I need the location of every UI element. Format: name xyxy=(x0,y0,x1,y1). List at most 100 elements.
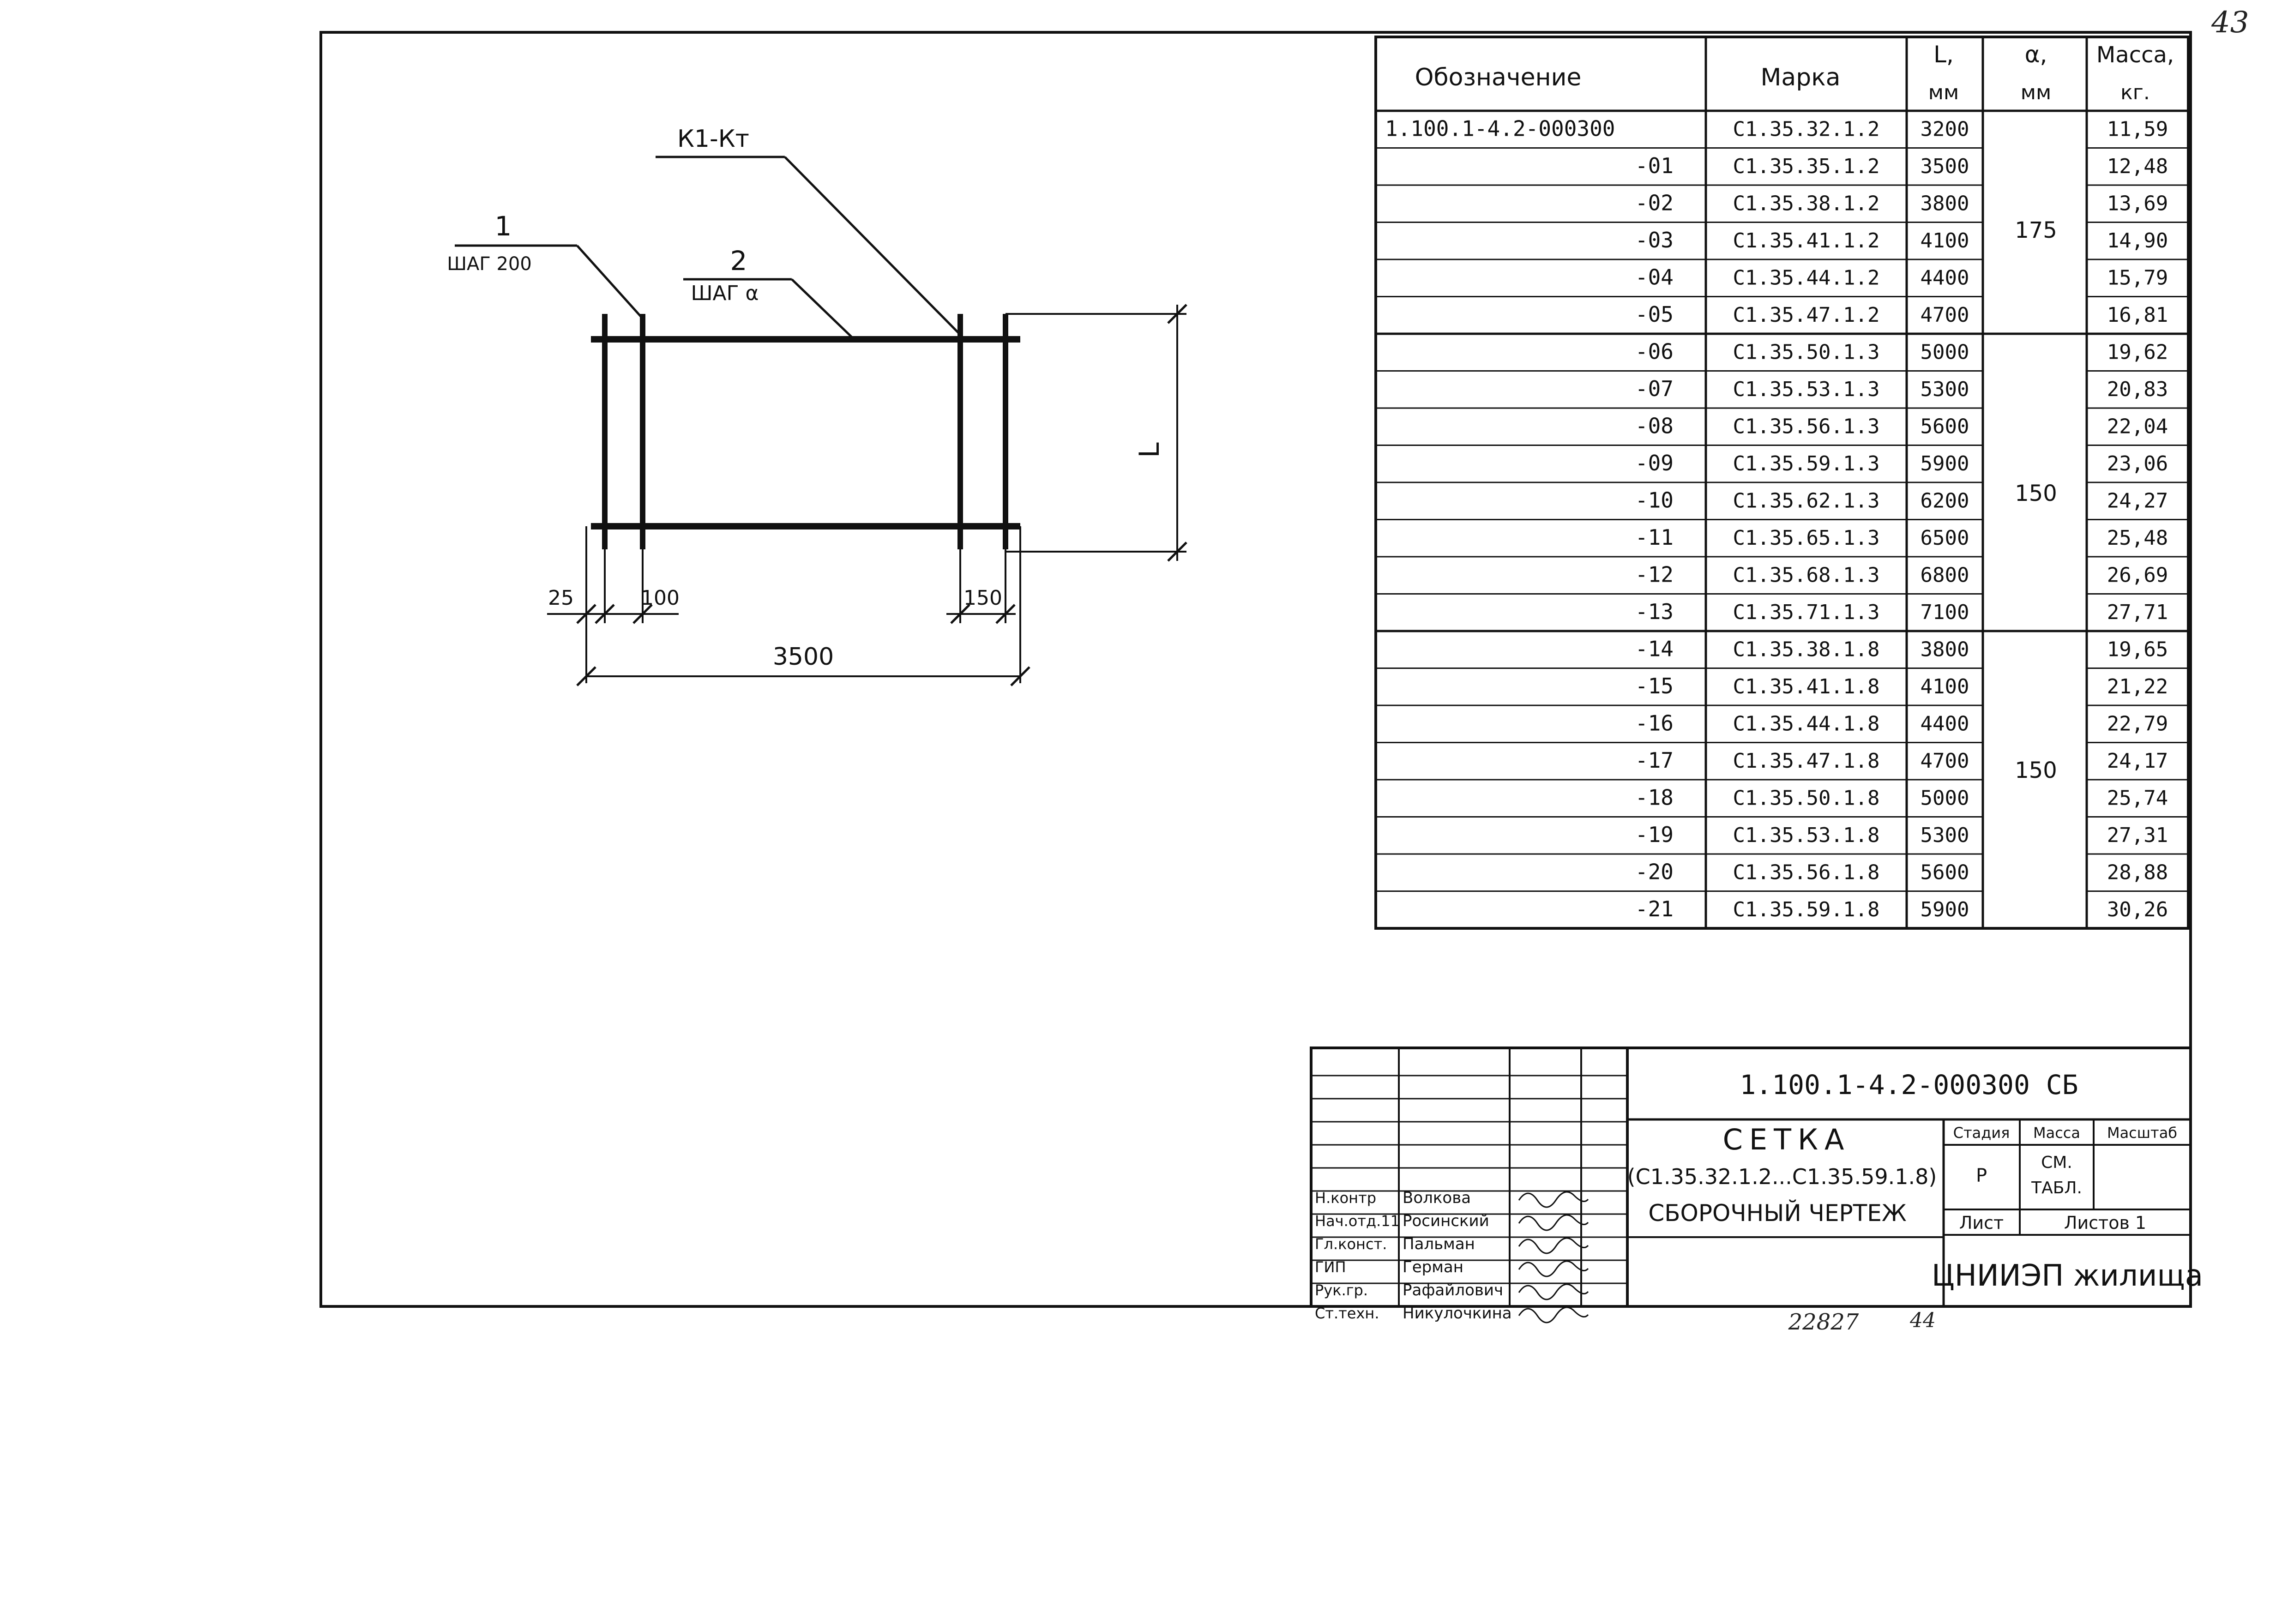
cell-designation: -06 xyxy=(1635,339,1674,364)
cell-L: 4400 xyxy=(1921,712,1969,736)
cell-L: 3800 xyxy=(1921,192,1969,216)
stage-label: Стадия xyxy=(1953,1124,2010,1142)
a-group-3: 150 xyxy=(2015,758,2057,783)
sheets-label: Листов 1 xyxy=(2064,1213,2146,1233)
title-main: СЕТКА xyxy=(1723,1123,1851,1156)
signature-mark xyxy=(1518,1283,1589,1300)
cell-mass: 12,48 xyxy=(2107,155,2168,178)
cell-L: 5600 xyxy=(1921,861,1969,884)
staff-role: ГИП xyxy=(1315,1258,1346,1276)
staff-name: Никулочкина xyxy=(1403,1304,1512,1323)
header-mark: Марка xyxy=(1760,64,1840,91)
cell-L: 4100 xyxy=(1921,675,1969,698)
signature-mark xyxy=(1518,1237,1589,1254)
cell-L: 6500 xyxy=(1921,526,1969,550)
dim-25: 25 xyxy=(548,586,574,610)
staff-row: Рук.гр. Рафайлович xyxy=(1315,1281,1589,1300)
dim-L-label: L xyxy=(1133,442,1166,458)
cell-mark: С1.35.38.1.8 xyxy=(1733,638,1880,662)
staff-role: Рук.гр. xyxy=(1315,1281,1368,1299)
callout-2-text: ШАГ α xyxy=(691,282,759,305)
cell-mark: С1.35.44.1.2 xyxy=(1733,266,1880,290)
staff-role: Н.контр xyxy=(1315,1189,1376,1207)
scale-label: Масштаб xyxy=(2107,1124,2177,1142)
cell-L: 5300 xyxy=(1921,378,1969,401)
cell-mark: С1.35.47.1.8 xyxy=(1733,749,1880,773)
cell-designation: 1.100.1-4.2-000300 xyxy=(1385,116,1615,141)
cell-designation: -11 xyxy=(1635,525,1674,550)
staff-name: Росинский xyxy=(1403,1212,1489,1230)
staff-row: Гл.конст. Пальман xyxy=(1315,1235,1589,1254)
cell-mass: 24,17 xyxy=(2107,749,2168,773)
cell-mark: С1.35.53.1.8 xyxy=(1733,824,1880,847)
staff-name: Рафайлович xyxy=(1403,1281,1503,1299)
cell-designation: -21 xyxy=(1635,896,1674,921)
a-group-1: 175 xyxy=(2015,217,2057,243)
cell-mark: С1.35.53.1.3 xyxy=(1733,378,1880,401)
cell-mark: С1.35.59.1.3 xyxy=(1733,452,1880,475)
cell-L: 3500 xyxy=(1921,155,1969,178)
cell-mass: 22,79 xyxy=(2107,712,2168,736)
cell-L: 3800 xyxy=(1921,638,1969,662)
cell-mark: С1.35.41.1.2 xyxy=(1733,229,1880,253)
cell-mark: С1.35.32.1.2 xyxy=(1733,118,1880,141)
signature-mark xyxy=(1518,1191,1589,1208)
header-a: α, xyxy=(2025,41,2047,68)
dim-100: 100 xyxy=(641,586,680,610)
cell-L: 5600 xyxy=(1921,415,1969,439)
doc-code: 1.100.1-4.2-000300 СБ xyxy=(1740,1069,2078,1101)
cell-mass: 19,65 xyxy=(2107,638,2168,662)
cell-designation: -17 xyxy=(1635,748,1674,773)
dim-3500: 3500 xyxy=(773,643,834,671)
cell-L: 6200 xyxy=(1921,489,1969,513)
drawing-frame xyxy=(319,31,2192,1308)
cell-mass: 14,90 xyxy=(2107,229,2168,253)
cell-designation: -04 xyxy=(1635,265,1674,290)
staff-role: Гл.конст. xyxy=(1315,1235,1387,1253)
cell-designation: -03 xyxy=(1635,228,1674,253)
staff-row: ГИП Герман xyxy=(1315,1258,1589,1277)
mesh-drawing: 1 ШАГ 200 2 ШАГ α К1-Кт L 25 100 xyxy=(447,125,1187,686)
cell-designation: -15 xyxy=(1635,674,1674,698)
cell-mass: 25,48 xyxy=(2107,526,2168,550)
cell-mass: 15,79 xyxy=(2107,266,2168,290)
cell-designation: -13 xyxy=(1635,599,1674,624)
sheet-label: Лист xyxy=(1959,1213,2004,1233)
callout-1-text: ШАГ 200 xyxy=(447,253,532,275)
header-L: L, xyxy=(1933,41,1954,68)
spec-table: Обозначение Марка L, мм α, мм Масса, кг.… xyxy=(1374,36,2190,930)
signature-mark xyxy=(1518,1214,1589,1231)
cell-mass: 22,04 xyxy=(2107,415,2168,439)
staff-name: Волкова xyxy=(1403,1189,1471,1207)
header-designation: Обозначение xyxy=(1415,64,1582,91)
cell-designation: -10 xyxy=(1635,488,1674,513)
staff-name: Герман xyxy=(1403,1258,1463,1276)
staff-name: Пальман xyxy=(1403,1235,1475,1253)
cell-mass: 25,74 xyxy=(2107,787,2168,810)
cell-mass: 20,83 xyxy=(2107,378,2168,401)
title-kind: СБОРОЧНЫЙ ЧЕРТЕЖ xyxy=(1648,1199,1906,1227)
cell-L: 5900 xyxy=(1921,898,1969,921)
cell-mass: 11,59 xyxy=(2107,118,2168,141)
cell-mark: С1.35.35.1.2 xyxy=(1733,155,1880,178)
a-group-2: 150 xyxy=(2015,481,2057,506)
cell-designation: -08 xyxy=(1635,414,1674,439)
cell-mark: С1.35.44.1.8 xyxy=(1733,712,1880,736)
header-a-unit: мм xyxy=(2021,81,2051,104)
callout-2-number: 2 xyxy=(730,245,747,277)
stage-value: Р xyxy=(1976,1165,1987,1186)
cell-designation: -05 xyxy=(1635,302,1674,327)
